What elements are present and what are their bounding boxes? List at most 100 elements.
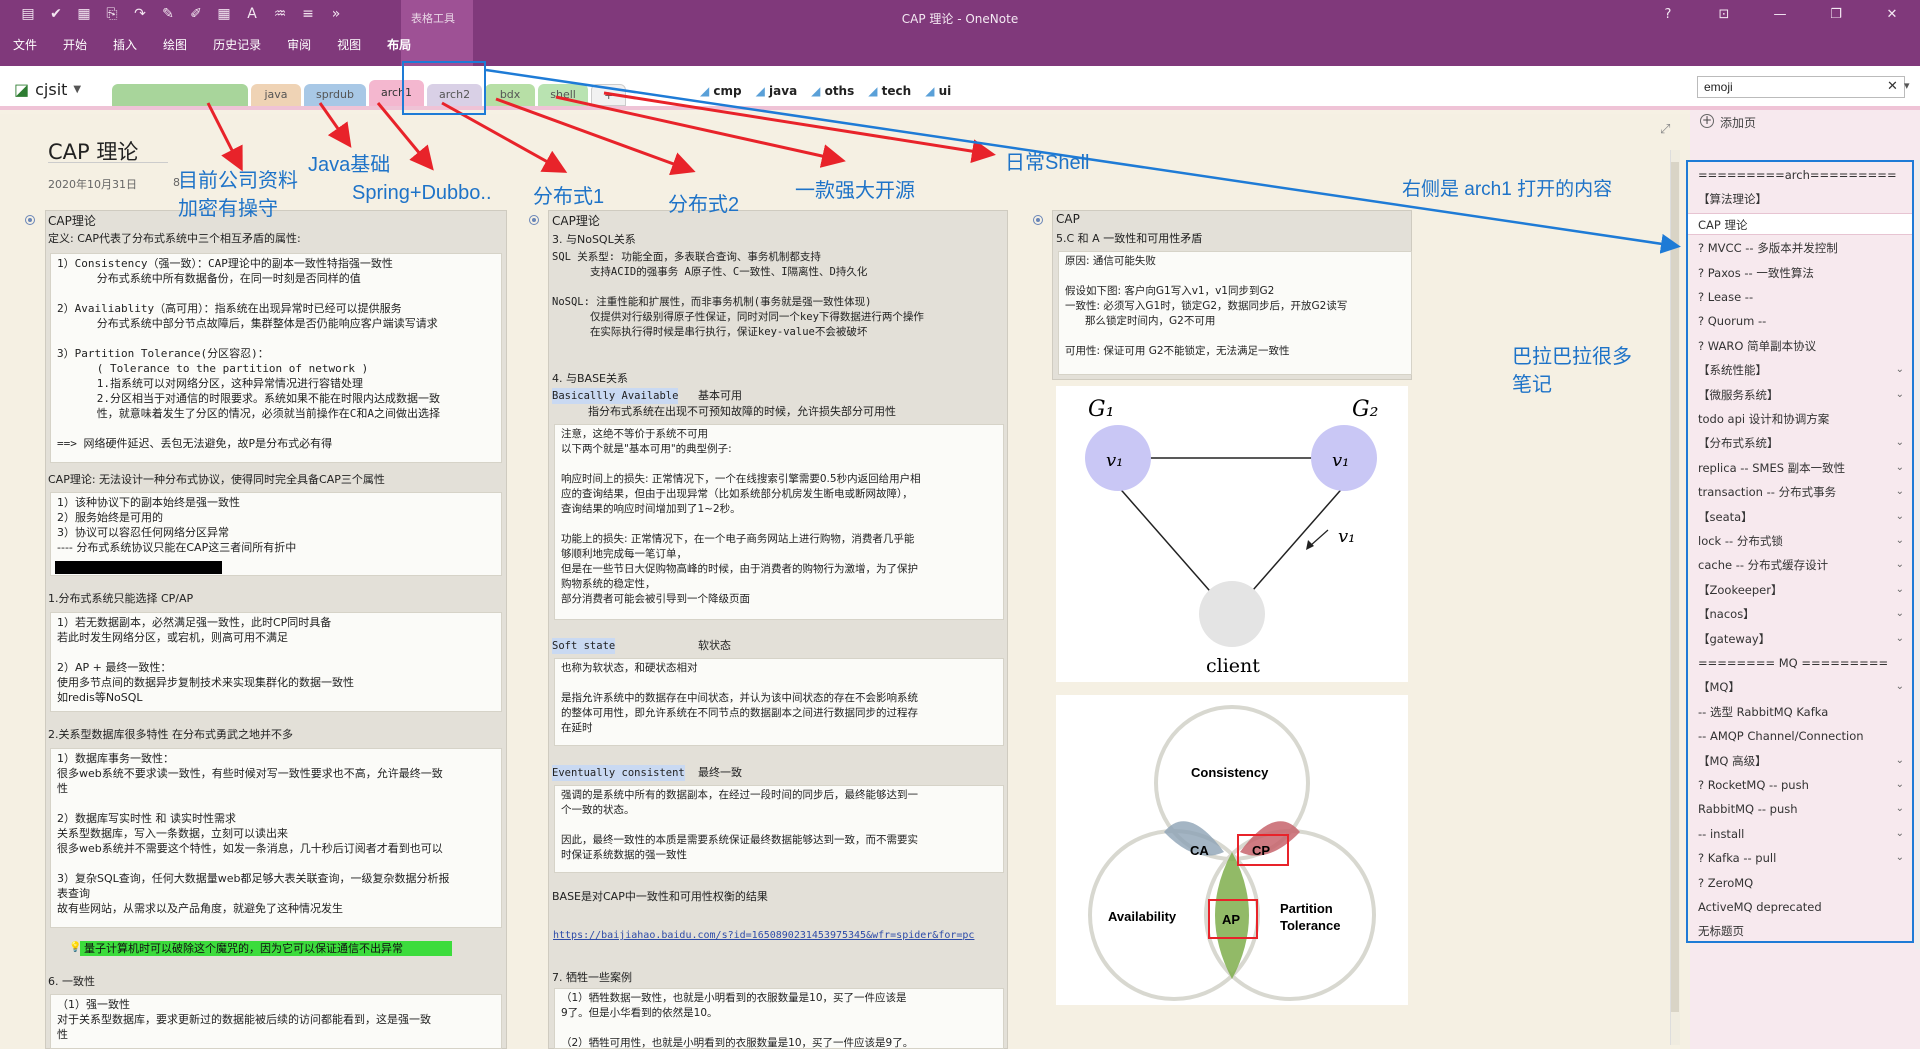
menu-review[interactable]: 审阅 (287, 38, 312, 52)
page-list-item[interactable]: ? Quorum -- (1688, 310, 1912, 332)
ribbon-display-button[interactable]: ⊡ (1718, 7, 1730, 22)
menu-view[interactable]: 视图 (337, 38, 362, 52)
sync-icon[interactable]: ✔ (50, 6, 62, 22)
page-list-item[interactable]: transaction -- 分布式事务⌄ (1688, 481, 1912, 503)
table-icon[interactable]: ▦ (77, 6, 91, 22)
expand-icon[interactable]: ⤢ (1660, 122, 1671, 137)
page-list-item[interactable]: ? RocketMQ -- push⌄ (1688, 774, 1912, 796)
reference-link[interactable]: https://baijiahao.baidu.com/s?id=1650890… (553, 930, 975, 941)
close-icon[interactable]: ✕ (1887, 79, 1898, 94)
restore-button[interactable]: ❐ (1830, 7, 1842, 22)
highlight-icon[interactable]: ✎ (162, 6, 174, 22)
search-input[interactable] (1697, 76, 1905, 98)
add-page-button[interactable]: 添加页 (1720, 116, 1757, 130)
group-link-java[interactable]: ◢ java (755, 84, 798, 98)
group-link-oths[interactable]: ◢ oths (811, 84, 855, 98)
page-list-item[interactable]: RabbitMQ -- push⌄ (1688, 798, 1912, 820)
chevron-down-icon[interactable]: ⌄ (1895, 510, 1904, 522)
page-list-item[interactable]: ActiveMQ deprecated (1688, 896, 1912, 918)
note-box[interactable]: 1）若无数据副本，必然满足强一致性，此时CP同时具备 若此时发生网络分区，或宕机… (50, 612, 502, 712)
note-box[interactable]: 注意，这绝不等价于系统不可用 以下两个就是"基本可用"的典型例子: 响应时间上的… (554, 424, 1004, 620)
page-list-item[interactable]: 【Zookeeper】⌄ (1688, 579, 1912, 601)
grid-icon[interactable]: ▦ (217, 6, 231, 22)
add-page-icon[interactable]: + (1700, 113, 1714, 128)
close-button[interactable]: ✕ (1886, 7, 1898, 22)
page-list-item[interactable]: lock -- 分布式锁⌄ (1688, 530, 1912, 552)
chevron-down-icon[interactable]: ⌄ (1895, 852, 1904, 864)
page-list-item[interactable]: 【算法理论】 (1688, 188, 1912, 210)
redo-icon[interactable]: ↷ (134, 6, 146, 22)
chevron-down-icon[interactable]: ⌄ (1895, 388, 1904, 400)
outline-toggle-icon[interactable] (529, 215, 539, 225)
chevron-down-icon[interactable]: ⌄ (1895, 681, 1904, 693)
chevron-down-icon[interactable]: ⌄ (1895, 803, 1904, 815)
section-tab-bdx[interactable]: bdx (485, 84, 536, 106)
chevron-down-icon[interactable]: ⌄ (1895, 461, 1904, 473)
page-list-item[interactable]: cache -- 分布式缓存设计⌄ (1688, 554, 1912, 576)
group-link-tech[interactable]: ◢ tech (868, 84, 912, 98)
page-list-item[interactable]: 【seata】⌄ (1688, 506, 1912, 528)
format-icon[interactable]: ♒ (273, 6, 287, 22)
save-icon[interactable]: ▤ (21, 6, 35, 22)
chevron-down-icon[interactable]: ▾ (1904, 79, 1910, 92)
note-box[interactable]: （1）强一致性 对于关系型数据库，要求更新过的数据能被后续的访问都能看到，这是强… (50, 994, 502, 1049)
more-icon[interactable]: » (331, 6, 341, 22)
page-list-item[interactable]: 【gateway】⌄ (1688, 628, 1912, 650)
page-list-item[interactable]: 【系统性能】⌄ (1688, 359, 1912, 381)
menu-home[interactable]: 开始 (63, 38, 88, 52)
page-list-item[interactable]: 【MQ 高级】⌄ (1688, 750, 1912, 772)
section-tab-sprdub[interactable]: sprdub (304, 84, 366, 106)
minimize-button[interactable]: — (1773, 7, 1787, 22)
page-list-item[interactable]: -- install⌄ (1688, 823, 1912, 845)
chevron-down-icon[interactable]: ⌄ (1895, 583, 1904, 595)
list-icon[interactable]: ≡ (302, 6, 314, 22)
page-title[interactable]: CAP 理论 (48, 140, 139, 164)
chevron-down-icon[interactable]: ⌄ (1895, 608, 1904, 620)
page-list-item[interactable]: 【分布式系统】⌄ (1688, 432, 1912, 454)
text-icon[interactable]: A (247, 6, 257, 22)
outline-toggle-icon[interactable] (1033, 215, 1043, 225)
chevron-down-icon[interactable]: ⌄ (1895, 632, 1904, 644)
page-list-item[interactable]: 无标题页 (1688, 920, 1912, 942)
chevron-down-icon[interactable]: ⌄ (1895, 486, 1904, 498)
chevron-down-icon[interactable]: ⌄ (1895, 559, 1904, 571)
page-list-item[interactable]: ? ZeroMQ (1688, 872, 1912, 894)
page-list-scrollbar[interactable] (1915, 160, 1920, 949)
page-list-item[interactable]: replica -- SMES 副本一致性⌄ (1688, 457, 1912, 479)
page-list-item[interactable]: =========arch========= (1688, 164, 1912, 186)
menu-file[interactable]: 文件 (13, 38, 38, 52)
note-box[interactable]: （1）牺牲数据一致性，也就是小明看到的衣服数量是10，买了一件应该是 9了。但是… (554, 988, 1004, 1049)
page-list-item[interactable]: CAP 理论 (1688, 212, 1912, 235)
group-link-ui[interactable]: ◢ ui (925, 84, 952, 98)
menu-history[interactable]: 历史记录 (213, 38, 262, 52)
page-list-item[interactable]: ? MVCC -- 多版本并发控制 (1688, 237, 1912, 259)
menu-draw[interactable]: 绘图 (163, 38, 188, 52)
section-tab-arch2[interactable]: arch2 (427, 84, 483, 106)
note-box[interactable]: 也称为软状态，和硬状态相对 是指允许系统中的数据存在中间状态，并认为该中间状态的… (554, 658, 1004, 746)
chevron-down-icon[interactable]: ⌄ (1895, 437, 1904, 449)
page-list-item[interactable]: todo api 设计和协调方案 (1688, 408, 1912, 430)
page-list-item[interactable]: ======== MQ ========= (1688, 652, 1912, 674)
page-scrollbar-thumb[interactable] (1671, 162, 1679, 1012)
section-tab-redacted[interactable] (112, 84, 248, 106)
page-list-item[interactable]: ? Paxos -- 一致性算法 (1688, 262, 1912, 284)
page-list-item[interactable]: ? WARO 简单副本协议 (1688, 335, 1912, 357)
outline-middle[interactable] (548, 210, 1008, 1049)
page-list-item[interactable]: -- 选型 RabbitMQ Kafka (1688, 701, 1912, 723)
page-list-item[interactable]: ? Kafka -- pull⌄ (1688, 847, 1912, 869)
chevron-down-icon[interactable]: ⌄ (1895, 827, 1904, 839)
outline-toggle-icon[interactable] (25, 215, 35, 225)
paste-icon[interactable]: ⎘ (106, 6, 118, 22)
help-button[interactable]: ? (1664, 7, 1672, 22)
page-list-item[interactable]: 【nacos】⌄ (1688, 603, 1912, 625)
section-tab-shell[interactable]: shell (538, 84, 589, 106)
group-link-cmp[interactable]: ◢ cmp (700, 84, 742, 98)
note-box[interactable]: 1）数据库事务一致性： 很多web系统不要求读一致性，有些时候对写一致性要求也不… (50, 748, 502, 928)
page-list-item[interactable]: 【MQ】⌄ (1688, 676, 1912, 698)
add-section-button[interactable]: + (591, 84, 627, 106)
note-box[interactable]: 原因: 通信可能失败 假设如下图: 客户向G1写入v1，v1同步到G2 一致性:… (1058, 251, 1412, 375)
chevron-down-icon[interactable]: ⌄ (1895, 364, 1904, 376)
menu-layout[interactable]: 布局 (387, 38, 412, 52)
notebook-selector[interactable]: ◪ cjsit ▼ (14, 80, 81, 99)
page-list-item[interactable]: -- AMQP Channel/Connection (1688, 725, 1912, 747)
